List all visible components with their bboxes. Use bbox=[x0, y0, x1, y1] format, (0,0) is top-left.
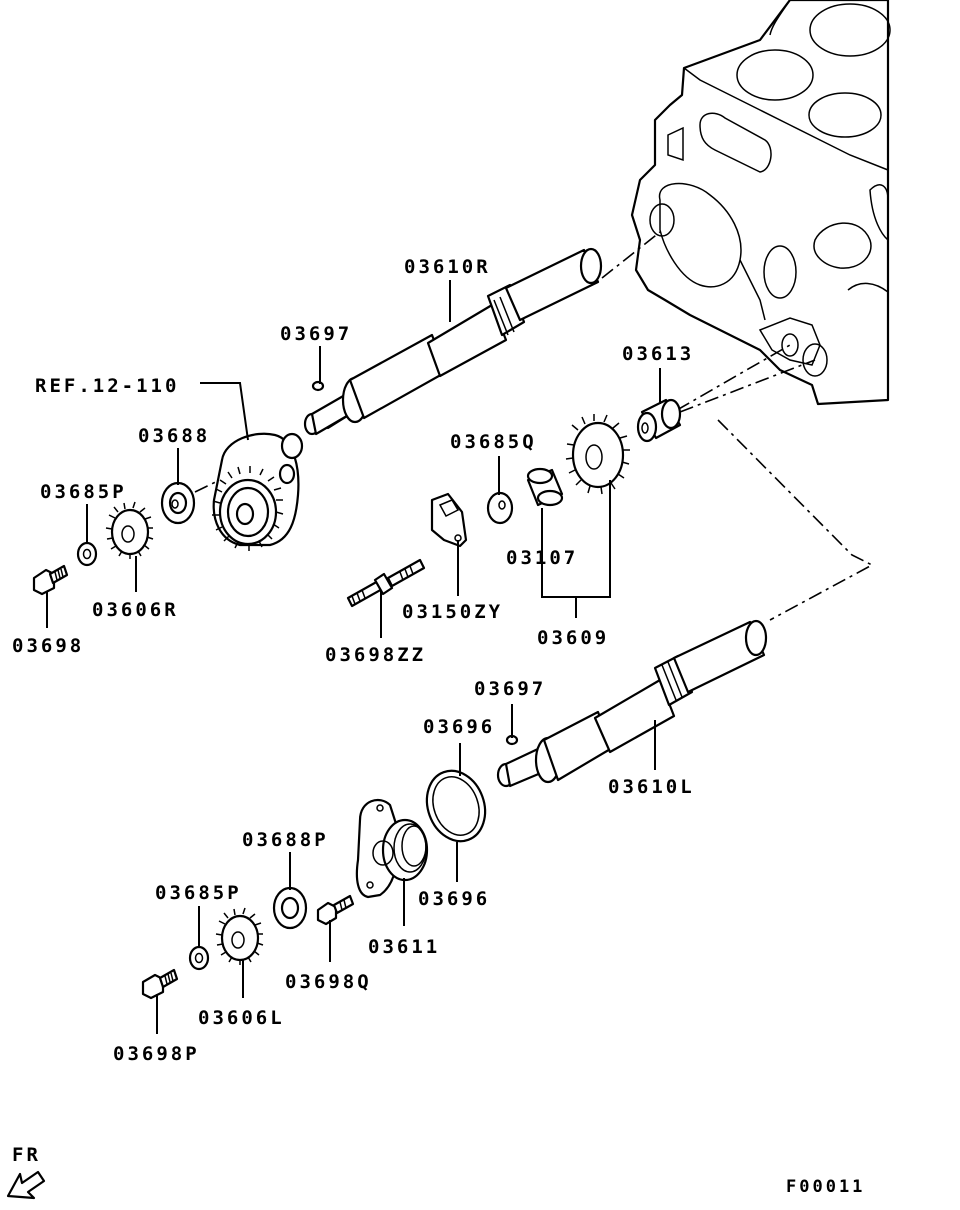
housing-03611 bbox=[355, 798, 429, 899]
bolt-03698P bbox=[141, 968, 179, 1000]
bushing-03613 bbox=[636, 398, 682, 443]
label-03685P: 03685P bbox=[40, 481, 127, 503]
figure-code: F00011 bbox=[786, 1177, 865, 1197]
label-03150ZY: 03150ZY bbox=[402, 601, 503, 623]
gear-03609 bbox=[565, 414, 630, 495]
label-ref-12-110: REF.12-110 bbox=[35, 375, 179, 397]
label-03606L: 03606L bbox=[198, 1007, 285, 1029]
alignment-lines bbox=[194, 231, 874, 621]
pin-03697-upper bbox=[311, 380, 325, 392]
label-03107: 03107 bbox=[506, 547, 578, 569]
pump-assembly bbox=[212, 432, 304, 551]
label-03606R: 03606R bbox=[92, 599, 179, 621]
sleeve-03107 bbox=[526, 467, 564, 507]
label-03611: 03611 bbox=[368, 936, 440, 958]
shaft-03610L bbox=[496, 619, 768, 788]
direction-label: FR bbox=[12, 1144, 41, 1166]
shaft-03610R bbox=[303, 247, 603, 436]
label-03609: 03609 bbox=[537, 627, 609, 649]
plate-03150ZY bbox=[430, 492, 468, 548]
label-03698Q: 03698Q bbox=[285, 971, 372, 993]
label-03685Q: 03685Q bbox=[450, 431, 537, 453]
label-03696-upper: 03696 bbox=[423, 716, 495, 738]
label-03610R: 03610R bbox=[404, 256, 491, 278]
bolt-03698 bbox=[32, 564, 69, 596]
seal-03688 bbox=[160, 481, 196, 525]
engine-block-outline bbox=[630, 0, 891, 406]
leader-lines bbox=[46, 280, 661, 1034]
washer-03685Q bbox=[486, 491, 514, 525]
gear-03606R bbox=[105, 501, 154, 559]
label-03688P: 03688P bbox=[242, 829, 329, 851]
arrow-down-left-icon bbox=[6, 1170, 46, 1200]
washer-03685P bbox=[76, 541, 98, 567]
oring-03696 bbox=[425, 769, 487, 843]
stud-03698ZZ bbox=[346, 558, 426, 608]
label-03698P: 03698P bbox=[113, 1043, 200, 1065]
gear-03606L bbox=[215, 907, 264, 965]
label-03696-lower: 03696 bbox=[418, 888, 490, 910]
label-03685P-lower: 03685P bbox=[155, 882, 242, 904]
washer-03685P-lower bbox=[188, 945, 210, 971]
label-03610L: 03610L bbox=[608, 776, 695, 798]
seal-03688P bbox=[272, 886, 308, 930]
label-03697-lower: 03697 bbox=[474, 678, 546, 700]
label-03698: 03698 bbox=[12, 635, 84, 657]
label-03698ZZ: 03698ZZ bbox=[325, 644, 426, 666]
label-03688: 03688 bbox=[138, 425, 210, 447]
label-03697-upper: 03697 bbox=[280, 323, 352, 345]
bolt-03698Q bbox=[316, 894, 355, 926]
label-03613: 03613 bbox=[622, 343, 694, 365]
